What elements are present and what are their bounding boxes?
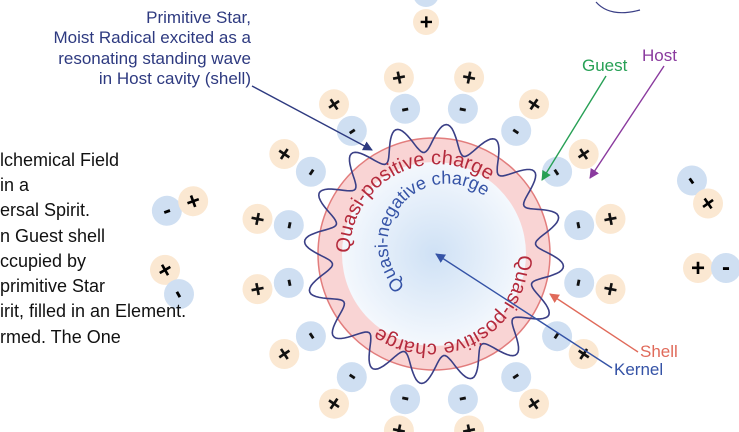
primitive-star-line-1: Primitive Star,	[146, 8, 251, 27]
primitive-star-line-4: in Host cavity (shell)	[98, 69, 251, 89]
body-line-4: n Guest shell	[0, 226, 106, 246]
dipole-inner-bubble	[336, 115, 367, 146]
dipole-outer-bubble	[595, 274, 626, 305]
body-line-5: ccupied by	[0, 251, 87, 271]
shell-arrow	[549, 293, 639, 353]
dipole-outer-bubble	[242, 274, 273, 305]
dipole-outer-bubble	[454, 415, 485, 432]
body-line-3: ersal Spirit.	[0, 200, 91, 220]
dipole-ring: -+-+-+-+-+-+-+-+-+-+-+-+-+-+-+-+	[242, 62, 626, 432]
plus-sign: +	[459, 63, 478, 92]
dipole-inner-bubble	[295, 156, 326, 187]
body-line-1: lchemical Field	[0, 150, 120, 170]
primitive-star-arrow	[251, 85, 373, 151]
primitive-star-label: Primitive Star, Moist Radical excited as…	[54, 8, 251, 90]
kernel-core	[342, 162, 526, 346]
shell-label: Shell	[640, 342, 678, 361]
plus-sign: +	[389, 415, 408, 432]
dipole-inner-bubble	[564, 210, 595, 241]
dipole-inner-bubble	[390, 93, 421, 124]
dipole-outer-bubble	[319, 388, 349, 419]
dipole-inner-bubble	[501, 362, 532, 393]
dipole-inner-bubble	[390, 384, 421, 415]
guest-arrow	[541, 75, 607, 181]
dipole-outer-bubble	[568, 139, 599, 169]
plus-sign: +	[595, 210, 624, 229]
kernel-arrow	[435, 253, 613, 369]
dipole-outer-bubble	[269, 339, 300, 369]
dipole-outer-bubble	[319, 89, 349, 120]
dipole-outer-bubble	[519, 388, 549, 419]
dipole-inner-bubble	[273, 210, 304, 241]
svg-text:-: -	[722, 254, 730, 281]
plus-sign: +	[460, 415, 479, 432]
dipole-inner-bubble	[447, 93, 478, 124]
svg-text:+: +	[414, 16, 439, 29]
dipole-outer-bubble	[242, 203, 273, 234]
plus-sign: +	[243, 209, 272, 228]
dipole-inner-bubble	[336, 362, 367, 393]
svg-text:+: +	[691, 255, 705, 282]
body-line-8: rmed. The One	[0, 327, 121, 347]
kernel-label: Kernel	[614, 360, 664, 379]
standing-wave	[303, 123, 565, 385]
plus-sign: +	[390, 63, 409, 92]
plus-sign: +	[595, 279, 624, 298]
dipole-inner-bubble	[447, 384, 478, 415]
primitive-star-line-2: Moist Radical excited as a	[53, 28, 251, 48]
dipole-inner-bubble	[501, 115, 532, 146]
guest-label: Guest	[582, 56, 628, 75]
dipole-inner-bubble	[295, 321, 326, 352]
dipole-inner-bubble	[542, 321, 573, 352]
dipole-outer-bubble	[383, 62, 414, 93]
dipole-inner-bubble	[564, 267, 595, 298]
body-line-6: primitive Star	[0, 276, 106, 296]
dipole-outer-bubble	[595, 203, 626, 234]
dipole-outer-bubble	[454, 62, 485, 93]
dipole-outer-bubble	[383, 415, 414, 432]
host-label: Host	[642, 46, 677, 65]
isolated-dipoles: - + + - - + + - +	[149, 0, 739, 310]
dipole-outer-bubble	[269, 139, 300, 169]
dipole-outer-bubble	[568, 339, 599, 369]
plus-sign: +	[243, 280, 272, 299]
body-line-2: in a	[0, 175, 30, 195]
dipole-outer-bubble	[519, 89, 549, 120]
primitive-star-line-3: resonating standing wave	[58, 48, 251, 68]
dipole-inner-bubble	[273, 267, 304, 298]
body-line-7: irit, filled in an Element.	[0, 301, 187, 321]
host-arrow	[589, 65, 665, 179]
